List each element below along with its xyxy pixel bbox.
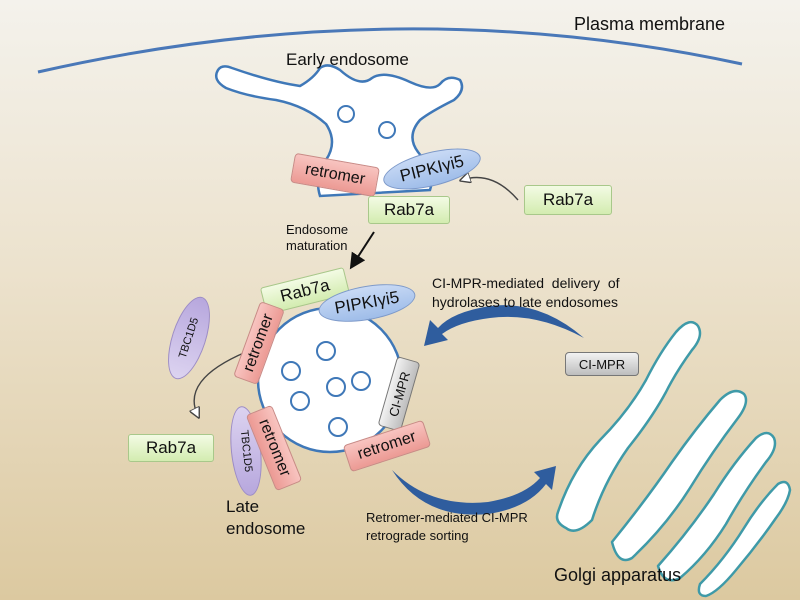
late-vesicle: [351, 371, 371, 391]
late-vesicle: [326, 377, 346, 397]
golgi-label: Golgi apparatus: [554, 565, 682, 585]
plasma-membrane-label: Plasma membrane: [574, 14, 726, 34]
rab7a-released: Rab7a: [128, 434, 214, 462]
rab7a-cycle-arrow-top: [462, 178, 519, 201]
plasma-membrane-line: [37, 27, 743, 74]
late-vesicle: [328, 417, 348, 437]
early-vesicle: [337, 105, 355, 123]
cimpr-delivery-line-1: CI-MPR-mediated delivery of: [432, 275, 620, 291]
retromer-sorting-line-1: Retromer-mediated CI-MPR: [366, 510, 528, 525]
endosome-maturation-line-1: Endosome: [286, 222, 349, 237]
cimpr-delivery-line-2: hydrolases to late endosomes: [432, 294, 618, 310]
late-endosome-line-1: Late: [226, 497, 260, 516]
retromer-sorting-label: Retromer-mediated CI-MPR retrograde sort…: [366, 509, 528, 545]
retromer-sorting-line-2: retrograde sorting: [366, 528, 469, 543]
cimpr-golgi: CI-MPR: [565, 352, 639, 376]
late-endosome-line-2: endosome: [226, 519, 306, 538]
late-endosome-label: Late endosome: [226, 496, 305, 540]
rab7a-early: Rab7a: [368, 196, 450, 224]
late-vesicle: [316, 341, 336, 361]
endosome-maturation-label: Endosome maturation: [286, 222, 348, 254]
maturation-arrow: [349, 231, 375, 270]
cimpr-delivery-label: CI-MPR-mediated delivery of hydrolases t…: [432, 274, 620, 312]
early-endosome-label: Early endosome: [286, 50, 409, 69]
early-vesicle: [378, 121, 396, 139]
rab7a-cycle-arrow-left: [194, 351, 247, 416]
golgi-apparatus-shape: [555, 320, 792, 598]
endosome-maturation-line-2: maturation: [286, 238, 348, 253]
delivery-arrow: [424, 305, 584, 346]
retrograde-arrow: [392, 466, 556, 515]
rab7a-free: Rab7a: [524, 185, 612, 215]
late-vesicle: [281, 361, 301, 381]
late-vesicle: [290, 391, 310, 411]
